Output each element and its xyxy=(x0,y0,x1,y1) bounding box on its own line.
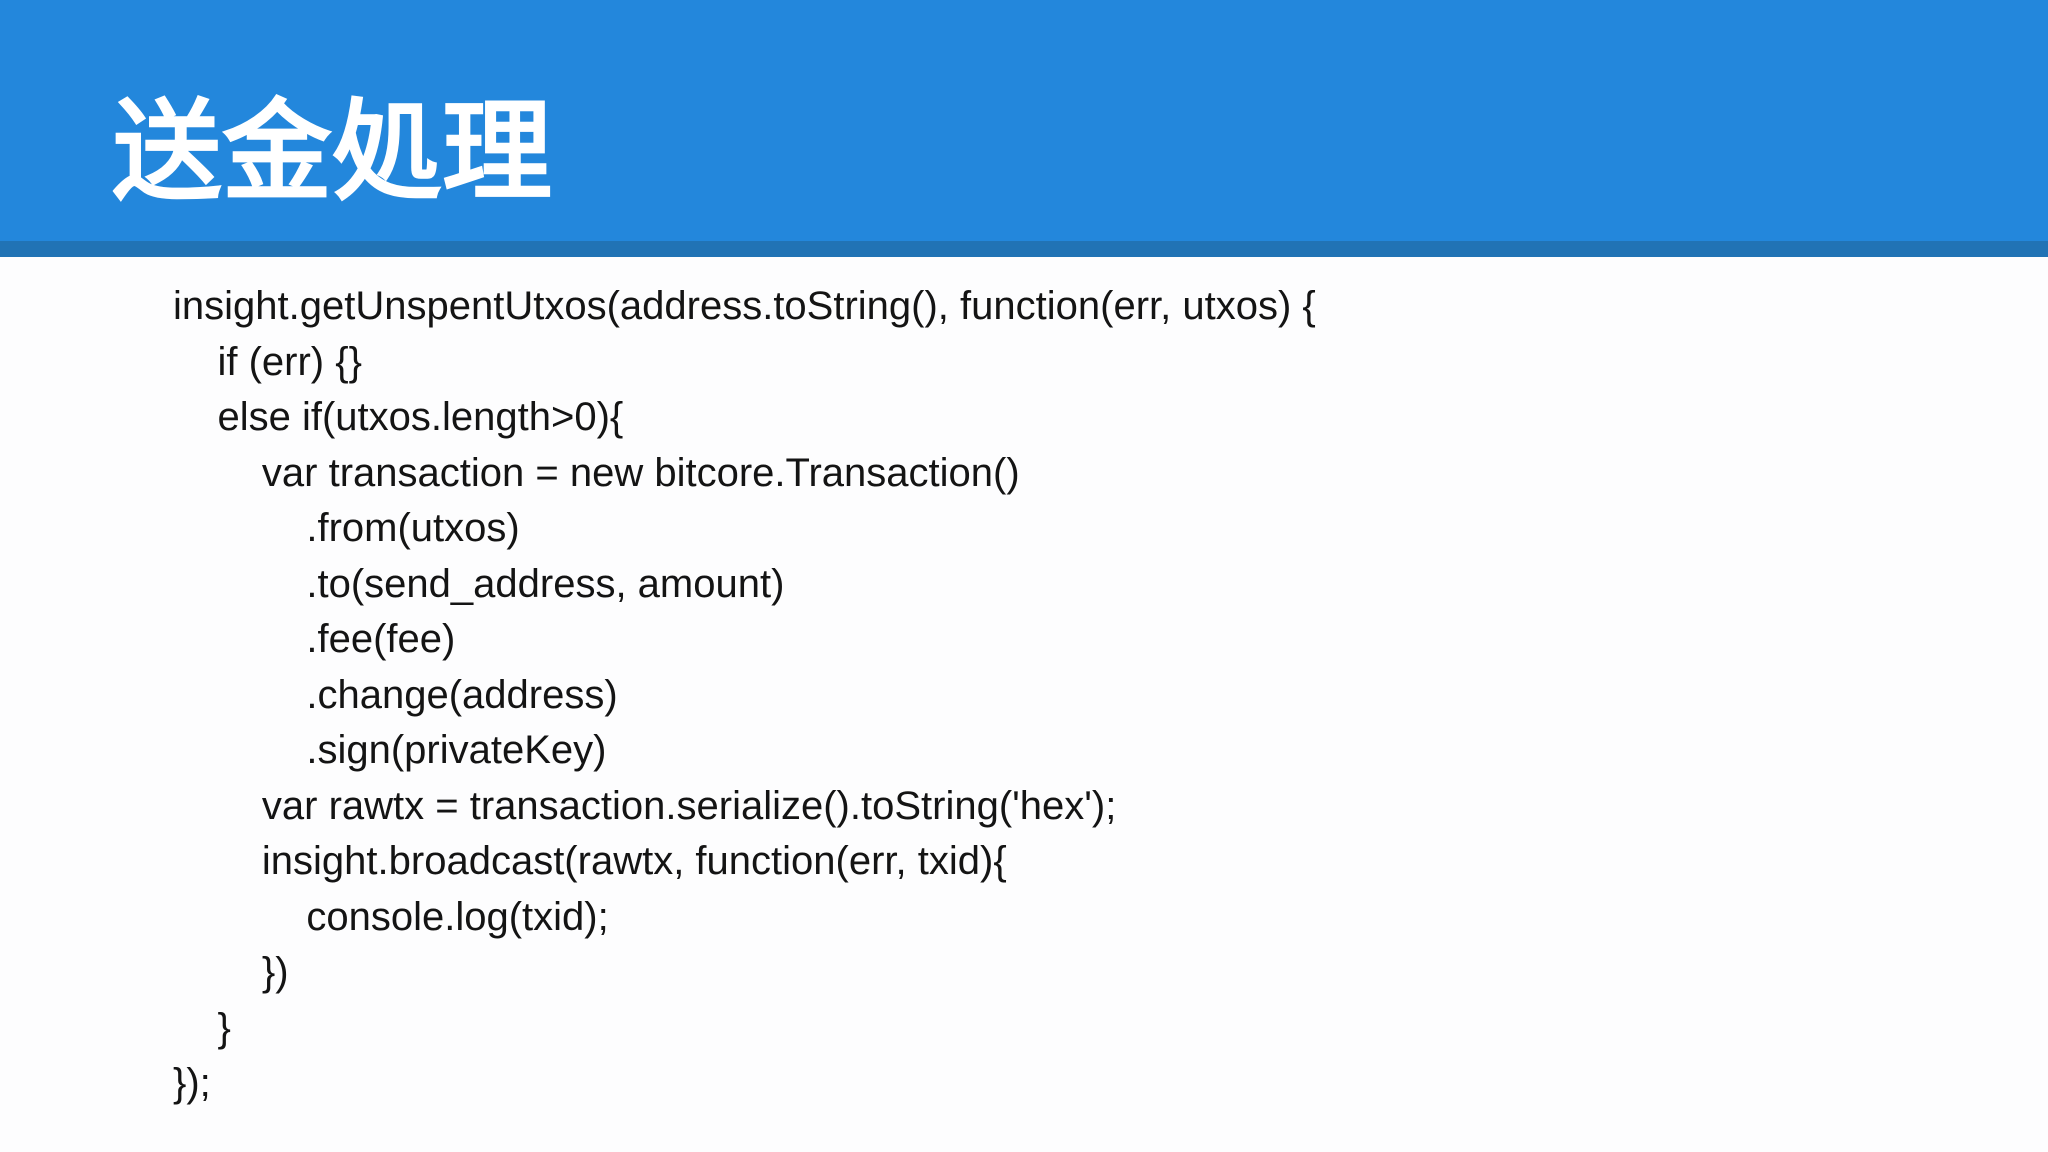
code-line: insight.broadcast(rawtx, function(err, t… xyxy=(173,839,1007,883)
slide-header: 送金処理 xyxy=(0,0,2048,241)
code-line: insight.getUnspentUtxos(address.toString… xyxy=(173,284,1316,328)
code-line: .sign(privateKey) xyxy=(173,728,607,772)
code-line: else if(utxos.length>0){ xyxy=(173,395,624,439)
code-line: var rawtx = transaction.serialize().toSt… xyxy=(173,783,1117,828)
code-line: var transaction = new bitcore.Transactio… xyxy=(173,450,1020,495)
header-divider xyxy=(0,241,2048,257)
code-line: .to(send_address, amount) xyxy=(173,561,785,606)
code-line: .from(utxos) xyxy=(173,506,520,550)
code-line: .fee(fee) xyxy=(173,617,456,661)
code-line: .change(address) xyxy=(173,672,618,717)
code-line: console.log(txid); xyxy=(173,894,609,939)
code-line: }); xyxy=(173,1061,211,1105)
code-line: } xyxy=(173,1005,231,1050)
slide-body: insight.getUnspentUtxos(address.toString… xyxy=(0,257,2048,1152)
code-line: if (err) {} xyxy=(173,339,362,384)
code-line: }) xyxy=(173,950,289,994)
page-title: 送金処理 xyxy=(112,91,552,214)
code-block: insight.getUnspentUtxos(address.toString… xyxy=(173,279,1316,1112)
